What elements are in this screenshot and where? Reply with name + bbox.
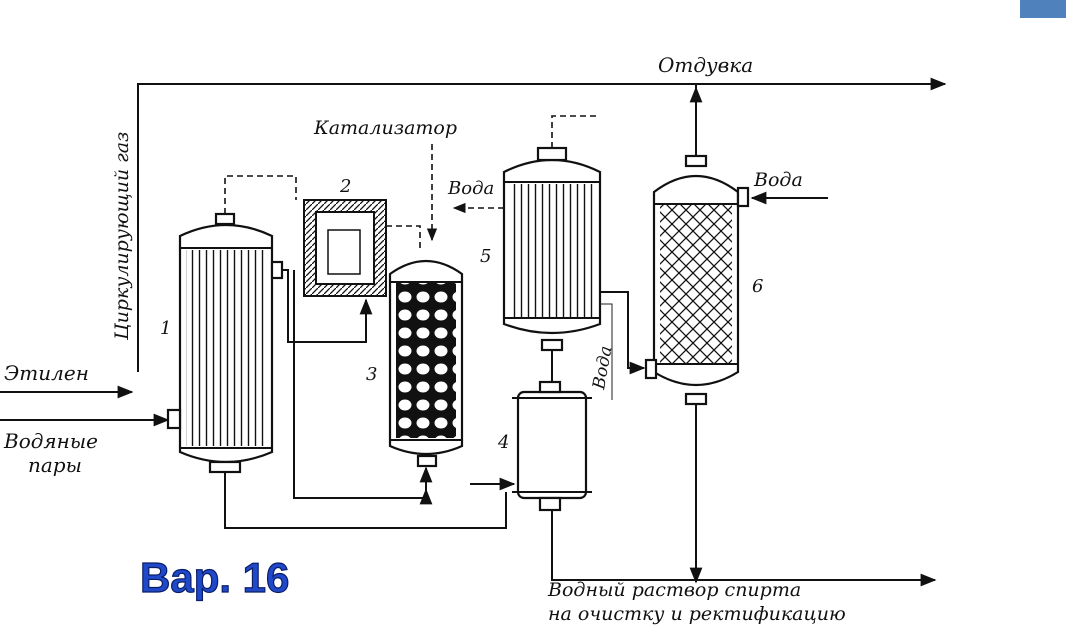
catalyst-label: Катализатор — [313, 117, 457, 139]
circulating-gas-label: Циркулирующий газ — [111, 132, 133, 341]
unit-4-separator — [512, 380, 592, 512]
process-lines — [224, 115, 937, 587]
unit-1-heat-exchanger — [166, 212, 284, 474]
unit-number-1: 1 — [160, 318, 171, 339]
steam-label-line-2: пары — [28, 453, 82, 477]
variant-label: Вар. 16 — [140, 554, 289, 601]
unit-number-2: 2 — [339, 176, 351, 197]
unit-number-4: 4 — [497, 432, 509, 453]
circulating-gas-line — [137, 77, 947, 372]
unit-number-3: 3 — [366, 364, 377, 385]
unit-3-reactor — [388, 259, 464, 468]
steam-label-line-1: Водяные — [3, 429, 98, 453]
water-label-unit-6: Вода — [753, 169, 803, 191]
product-label-line-2: на очистку и ректификацию — [548, 603, 846, 625]
unit-number-6: 6 — [752, 276, 763, 297]
water-label-unit-5: Вода — [447, 178, 494, 199]
ethylene-label: Этилен — [4, 361, 89, 385]
product-label-line-1: Водный раствор спирта — [547, 579, 801, 601]
unit-5-cooler — [502, 146, 602, 352]
blowoff-label: Отдувка — [658, 53, 753, 77]
unit-6-scrubber — [644, 154, 750, 406]
unit-2-heater — [303, 199, 387, 297]
corner-accent — [1020, 0, 1066, 18]
unit-number-5: 5 — [480, 246, 491, 267]
